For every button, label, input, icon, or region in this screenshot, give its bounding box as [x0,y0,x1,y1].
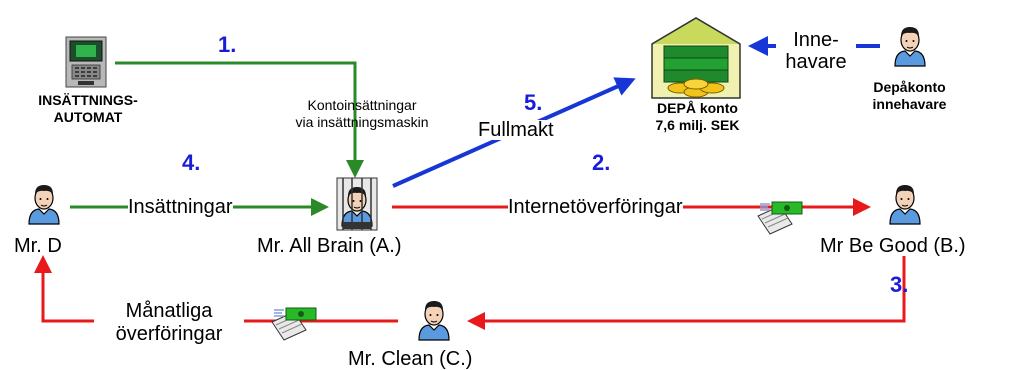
step-number-3: 3. [890,272,909,297]
internet-transfers-label: Internetöverföringar [508,196,683,218]
prisoner-person-icon [336,177,378,231]
person-icon-holder [894,26,926,67]
step-number-4: 4. [182,150,201,175]
person-icon-mr-d [28,184,60,225]
deposits-label: Insättningar [128,196,233,218]
mr-d-label: Mr. D [14,235,62,257]
cash-transfer-icon-be-good [757,201,803,235]
deposit-machine-label: Kontoinsättningar via insättningsmaskin [295,97,429,130]
monthly-transfers-label: Månatliga överföringar [94,301,244,344]
step-number-5: 5. [524,90,543,115]
be-good-label: Mr Be Good (B.) [820,235,966,257]
step-number-1: 1. [218,32,237,57]
depa-account-label: DEPÅ konto 7,6 milj. SEK [655,100,740,133]
fullmakt-label: Fullmakt [478,119,554,141]
person-icon-be-good [889,184,921,225]
atm-machine-icon [65,36,107,88]
all-brain-label: Mr. All Brain (A.) [257,235,402,257]
holder-label: Depåkonto innehavare [872,79,947,112]
person-icon-clean [418,300,450,341]
atm-label: INSÄTTNINGS- AUTOMAT [38,92,138,125]
edge-be-good-to-clean [467,256,906,330]
step-number-2: 2. [592,150,611,175]
edge-atm-to-all-brain [115,61,364,178]
money-stack-icon [651,17,741,99]
clean-label: Mr. Clean (C.) [348,348,473,370]
holder-edge-label: Inne- havare [776,30,856,72]
cash-transfer-icon-monthly [271,307,317,341]
